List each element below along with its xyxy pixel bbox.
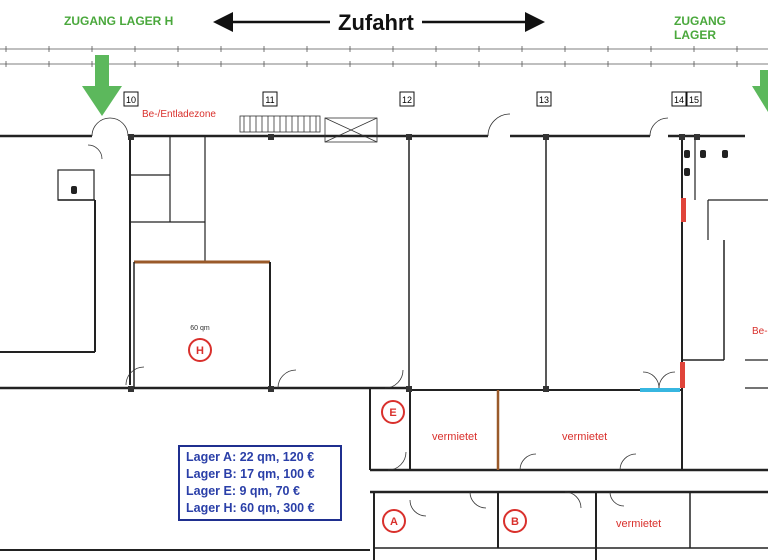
stair-steps [243,116,317,132]
status-rented-3: vermietet [616,518,661,530]
status-rented-2: vermietet [562,431,607,443]
door-mark-red-lower [680,362,685,388]
grid-axis-markers: 10 11 12 13 14 15 [123,91,702,107]
badge-a: A [382,509,406,533]
toilet-icons [71,150,728,194]
column-marker [268,134,274,140]
staircase [239,115,378,143]
column-marker [406,386,412,392]
loading-zone-right-label: Be- [752,326,768,337]
column-marker [679,134,685,140]
axis-15-label: 15 [689,95,699,105]
axis-13-label: 13 [539,95,549,105]
column-marker [268,386,274,392]
dimension-lines [0,48,768,65]
entrance-arrow-right-icon [752,70,768,112]
badge-a-letter: A [390,516,398,528]
column-marker [128,386,134,392]
column-marker [694,134,700,140]
axis-11-label: 11 [265,95,274,105]
price-legend: Lager A: 22 qm, 120 € Lager B: 17 qm, 10… [178,445,342,521]
legend-lager-a: Lager A: 22 qm, 120 € [186,450,315,464]
axis-10-label: 10 [126,95,136,105]
doors [87,113,676,517]
column-marker [128,134,134,140]
legend-lager-b: Lager B: 17 qm, 100 € [186,467,315,481]
badge-b: B [503,509,527,533]
entrance-arrow-left-icon [82,55,122,116]
badge-e-letter: E [389,407,396,419]
zugang-lager-right-label: ZUGANG LAGER [674,14,726,42]
door-mark-cyan [640,388,680,392]
door-mark-red-upper [681,198,686,222]
dimension-ticks [5,46,738,67]
loading-zone-left-label: Be-/Entladezone [142,109,216,120]
zufahrt-label: Zufahrt [338,10,414,35]
lager-h-area: 60 qm [190,325,210,332]
structural-columns [128,134,700,392]
badge-e: E [381,400,405,424]
axis-12-label: 12 [402,95,412,105]
badge-h: H [188,338,212,362]
axis-14-label: 14 [674,95,684,105]
badge-b-letter: B [511,516,519,528]
zugang-lager-h-label: ZUGANG LAGER H [64,14,174,28]
status-rented-1: vermietet [432,431,477,443]
legend-lager-h: Lager H: 60 qm, 300 € [186,501,315,515]
badge-h-letter: H [196,345,204,357]
column-marker [406,134,412,140]
column-marker [543,386,549,392]
legend-lager-e: Lager E: 9 qm, 70 € [186,484,300,498]
walls [0,134,768,560]
column-marker [543,134,549,140]
